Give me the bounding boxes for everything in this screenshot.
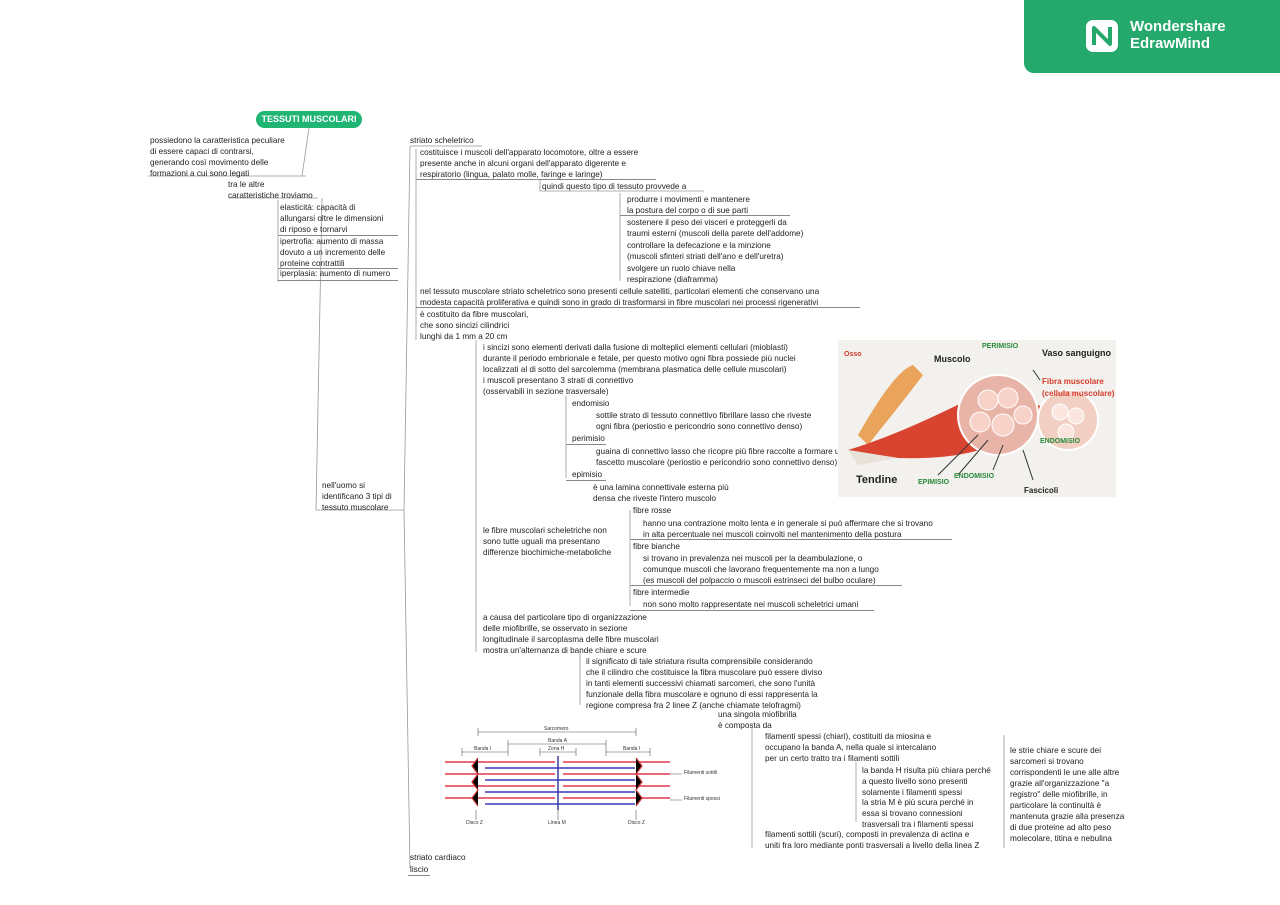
- topic-costituito[interactable]: è costituito da fibre muscolari, che son…: [420, 310, 529, 341]
- topic-fibre-bianche[interactable]: fibre bianche: [633, 542, 680, 551]
- topic-perimisio[interactable]: perimisio: [572, 434, 605, 443]
- topic-causa[interactable]: a causa del particolare tipo di organizz…: [483, 613, 659, 655]
- topic-elasticita[interactable]: elasticità: capacità di allungarsi oltre…: [280, 203, 384, 234]
- topic-intermedie-desc[interactable]: non sono molto rappresentate nei muscoli…: [643, 600, 859, 609]
- topic-svolgere[interactable]: svolgere un ruolo chiave nella respirazi…: [627, 264, 736, 284]
- topic-quindi[interactable]: quindi questo tipo di tessuto provvede a: [542, 182, 687, 191]
- topic-perimisio-desc[interactable]: guaina di connettivo lasso che ricopre p…: [596, 447, 844, 467]
- sarcomere-drawing: [445, 728, 682, 820]
- underline: [566, 444, 606, 445]
- label-fascicoli: Fascicoli: [1024, 486, 1059, 495]
- underline: [408, 875, 430, 876]
- label-banda-i-left: Banda I: [474, 746, 492, 752]
- topic-controllare[interactable]: controllare la defecazione e la minzione…: [627, 241, 784, 261]
- label-epimisio: EPIMISIO: [918, 479, 950, 486]
- label-disco-z-left: Disco Z: [466, 820, 483, 826]
- topic-tra-le-altre[interactable]: tra le altre caratteristiche troviamo: [228, 180, 313, 200]
- topic-fibre-intermedie[interactable]: fibre intermedie: [633, 588, 690, 597]
- topic-costituisce[interactable]: costituisce i muscoli dell'apparato loco…: [420, 148, 639, 179]
- topic-significato[interactable]: il significato di tale striatura risulta…: [586, 657, 823, 710]
- topic-epimisio-desc[interactable]: è una lamina connettivale esterna più de…: [593, 483, 729, 503]
- label-zona-h: Zona H: [548, 746, 565, 752]
- topic-rosse-desc[interactable]: hanno una contrazione molto lenta e in g…: [643, 519, 933, 539]
- topic-miofibrilla[interactable]: una singola miofibrilla è composta da: [718, 710, 797, 730]
- label-sarcomero: Sarcomero: [544, 726, 569, 732]
- topic-bianche-desc[interactable]: si trovano in prevalenza nei muscoli per…: [643, 554, 879, 585]
- topic-liscio[interactable]: liscio: [410, 865, 429, 874]
- root-topic[interactable]: TESSUTI MUSCOLARI: [256, 111, 362, 128]
- label-disco-z-right: Disco Z: [628, 820, 645, 826]
- topic-endomisio-desc[interactable]: sottile strato di tessuto connettivo fib…: [596, 411, 812, 431]
- topic-epimisio[interactable]: epimisio: [572, 470, 603, 479]
- label-banda-i-right: Banda I: [623, 746, 641, 752]
- underline: [630, 585, 902, 586]
- topic-stria-m[interactable]: la stria M è più scura perché in essa si…: [862, 798, 974, 829]
- topic-strie[interactable]: le strie chiare e scure dei sarcomeri si…: [1010, 746, 1125, 843]
- underline: [278, 280, 398, 281]
- underline: [416, 179, 656, 180]
- topic-striato-cardiaco[interactable]: striato cardiaco: [410, 853, 466, 862]
- sarcomere-diagram-image: Sarcomero Banda A Banda I Zona H Banda I…: [440, 722, 720, 840]
- underline: [630, 539, 952, 540]
- underline: [566, 480, 606, 481]
- label-fibra-muscolare: Fibra muscolare (cellula muscolare): [1042, 377, 1115, 398]
- underline: [630, 610, 874, 611]
- underline: [278, 235, 398, 236]
- label-filamenti-spessi: Filamenti spessi: [684, 796, 720, 802]
- topic-filamenti-sottili[interactable]: filamenti sottili (scuri), composti in p…: [765, 830, 980, 850]
- label-endomisio-bottom: ENDOMISIO: [954, 473, 995, 480]
- underline: [416, 307, 860, 308]
- topic-strati[interactable]: i muscoli presentano 3 strati di connett…: [483, 376, 634, 396]
- topic-banda-h[interactable]: la banda H risulta più chiara perché a q…: [862, 766, 991, 797]
- underline: [620, 215, 790, 216]
- label-vaso-sanguigno: Vaso sanguigno: [1042, 348, 1112, 358]
- topic-endomisio[interactable]: endomisio: [572, 399, 610, 408]
- topic-ipertrofia[interactable]: ipertrofia: aumento di massa dovuto a un…: [280, 237, 386, 268]
- label-filamenti-sottili: Filamenti sottili: [684, 770, 718, 776]
- topic-sincizi[interactable]: i sincizi sono elementi derivati dalla f…: [483, 343, 796, 374]
- topic-satelliti[interactable]: nel tessuto muscolare striato scheletric…: [420, 287, 820, 307]
- label-endomisio: ENDOMISIO: [1040, 438, 1081, 445]
- label-muscolo: Muscolo: [934, 354, 971, 364]
- label-tendine: Tendine: [856, 474, 898, 486]
- label-perimisio: PERIMISIO: [982, 343, 1019, 350]
- topic-striato-scheletrico[interactable]: striato scheletrico: [410, 136, 474, 145]
- topic-filamenti-spessi[interactable]: filamenti spessi (chiari), costituiti da…: [765, 732, 937, 763]
- muscle-drawing: [848, 365, 1099, 481]
- topic-sostenere[interactable]: sostenere il peso dei visceri e protegge…: [627, 218, 804, 238]
- label-linea-m: Linea M: [548, 820, 566, 826]
- topic-fibre-rosse[interactable]: fibre rosse: [633, 506, 672, 515]
- topic-uomo[interactable]: nell'uomo si identificano 3 tipi di tess…: [322, 481, 392, 512]
- topic-produrre[interactable]: produrre i movimenti e mantenere la post…: [627, 195, 750, 215]
- muscle-anatomy-image: Osso Muscolo PERIMISIO Vaso sanguigno Fi…: [838, 340, 1116, 497]
- label-banda-a: Banda A: [548, 738, 567, 744]
- topic-capaci[interactable]: possiedono la caratteristica peculiare d…: [150, 136, 285, 178]
- underline: [278, 268, 398, 269]
- label-osso: Osso: [844, 351, 862, 358]
- edrawmind-logo-icon: [1086, 20, 1118, 52]
- topic-fibre[interactable]: le fibre muscolari scheletriche non sono…: [483, 526, 612, 557]
- topic-iperplasia[interactable]: iperplasia: aumento di numero: [280, 269, 391, 278]
